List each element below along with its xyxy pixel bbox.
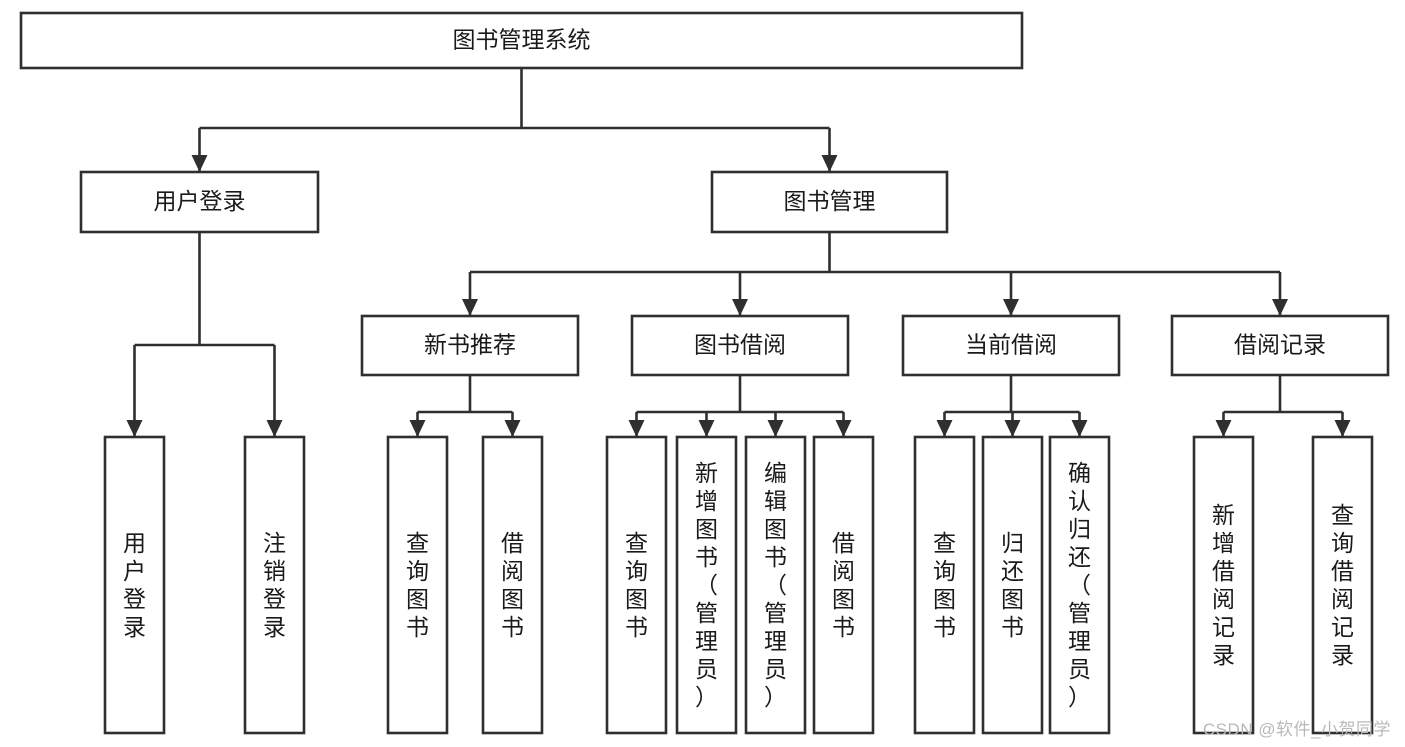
arrow-head-cb-return-book xyxy=(1004,420,1021,437)
node-label-cb-return-book: 归还图书 xyxy=(1001,530,1024,640)
node-label-new-book-recommend: 新书推荐 xyxy=(424,332,516,358)
node-book-borrow[interactable]: 图书借阅 xyxy=(630,314,850,377)
node-label-br-add-record: 新增借阅记录 xyxy=(1212,502,1235,668)
node-box-book-borrow xyxy=(630,314,850,377)
node-box-cb-query-book xyxy=(913,435,976,735)
node-box-br-add-record xyxy=(1192,435,1255,735)
node-bb-query-book[interactable]: 查询图书 xyxy=(605,435,668,735)
node-box-cb-return-book xyxy=(981,435,1044,735)
arrow-head-br-add-record xyxy=(1215,420,1232,437)
node-label-br-query-record: 查询借阅记录 xyxy=(1331,502,1354,668)
arrow-head-bb-query-book xyxy=(628,420,645,437)
node-box-bb-add-book xyxy=(675,435,738,735)
node-label-bb-edit-book: 编辑图书（管理员） xyxy=(764,460,787,710)
node-bb-add-book[interactable]: 新增图书（管理员） xyxy=(675,435,738,735)
node-box-new-book-recommend xyxy=(360,314,580,377)
node-label-bb-query-book: 查询图书 xyxy=(625,530,648,640)
node-label-book-borrow: 图书借阅 xyxy=(694,332,786,358)
node-label-root: 图书管理系统 xyxy=(453,27,591,53)
node-box-current-borrow xyxy=(901,314,1121,377)
nodes-layer: 图书管理系统用户登录用户登录注销登录图书管理新书推荐查询图书借阅图书图书借阅查询… xyxy=(19,11,1390,735)
node-box-root xyxy=(19,11,1024,70)
node-borrow-record[interactable]: 借阅记录 xyxy=(1170,314,1390,377)
node-label-nbr-query-book: 查询图书 xyxy=(406,530,429,640)
node-box-nbr-query-book xyxy=(386,435,449,735)
arrow-head-borrow-record xyxy=(1272,299,1288,316)
arrow-head-bb-borrow-book xyxy=(835,420,852,437)
node-bb-edit-book[interactable]: 编辑图书（管理员） xyxy=(744,435,807,735)
node-box-cb-confirm-return xyxy=(1048,435,1111,735)
node-box-bb-query-book xyxy=(605,435,668,735)
node-nbr-borrow-book[interactable]: 借阅图书 xyxy=(481,435,544,735)
node-cb-query-book[interactable]: 查询图书 xyxy=(913,435,976,735)
node-label-nbr-borrow-book: 借阅图书 xyxy=(501,530,524,640)
node-root[interactable]: 图书管理系统 xyxy=(19,11,1024,70)
node-nbr-query-book[interactable]: 查询图书 xyxy=(386,435,449,735)
node-current-borrow[interactable]: 当前借阅 xyxy=(901,314,1121,377)
node-label-borrow-record: 借阅记录 xyxy=(1234,332,1326,358)
node-logout-leaf[interactable]: 注销登录 xyxy=(243,435,306,735)
arrow-head-cb-confirm-return xyxy=(1071,420,1088,437)
node-label-bb-borrow-book: 借阅图书 xyxy=(832,530,855,640)
node-user-login[interactable]: 用户登录 xyxy=(79,170,320,234)
node-user-login-leaf[interactable]: 用户登录 xyxy=(103,435,166,735)
node-box-nbr-borrow-book xyxy=(481,435,544,735)
node-box-logout-leaf xyxy=(243,435,306,735)
node-br-query-record[interactable]: 查询借阅记录 xyxy=(1311,435,1374,735)
arrow-head-current-borrow xyxy=(1003,299,1019,316)
node-box-bb-borrow-book xyxy=(812,435,875,735)
node-cb-confirm-return[interactable]: 确认归还（管理员） xyxy=(1048,435,1111,735)
node-label-cb-confirm-return: 确认归还（管理员） xyxy=(1068,460,1091,710)
node-label-current-borrow: 当前借阅 xyxy=(965,332,1057,358)
arrow-head-book-borrow xyxy=(732,299,748,316)
node-box-user-login xyxy=(79,170,320,234)
arrow-head-nbr-borrow-book xyxy=(504,420,521,437)
node-label-logout-leaf: 注销登录 xyxy=(263,530,286,640)
arrow-head-new-book-recommend xyxy=(462,299,478,316)
arrow-head-nbr-query-book xyxy=(409,420,426,437)
arrow-head-user-login-leaf xyxy=(126,420,143,437)
arrow-head-cb-query-book xyxy=(936,420,953,437)
node-box-book-management xyxy=(710,170,949,234)
connectors-layer xyxy=(126,68,1351,437)
node-book-management[interactable]: 图书管理 xyxy=(710,170,949,234)
arrow-head-bb-add-book xyxy=(698,420,715,437)
node-new-book-recommend[interactable]: 新书推荐 xyxy=(360,314,580,377)
node-label-user-login-leaf: 用户登录 xyxy=(123,530,146,640)
node-label-book-management: 图书管理 xyxy=(784,188,876,214)
node-box-bb-edit-book xyxy=(744,435,807,735)
node-bb-borrow-book[interactable]: 借阅图书 xyxy=(812,435,875,735)
arrow-head-br-query-record xyxy=(1334,420,1351,437)
node-box-user-login-leaf xyxy=(103,435,166,735)
node-label-cb-query-book: 查询图书 xyxy=(933,530,956,640)
node-label-bb-add-book: 新增图书（管理员） xyxy=(695,460,718,710)
node-br-add-record[interactable]: 新增借阅记录 xyxy=(1192,435,1255,735)
node-box-br-query-record xyxy=(1311,435,1374,735)
arrow-head-logout-leaf xyxy=(266,420,283,437)
arrow-head-bb-edit-book xyxy=(767,420,784,437)
node-label-user-login: 用户登录 xyxy=(154,188,246,214)
arrow-head-user-login xyxy=(191,155,208,172)
node-box-borrow-record xyxy=(1170,314,1390,377)
arrow-head-book-management xyxy=(821,155,838,172)
node-cb-return-book[interactable]: 归还图书 xyxy=(981,435,1044,735)
